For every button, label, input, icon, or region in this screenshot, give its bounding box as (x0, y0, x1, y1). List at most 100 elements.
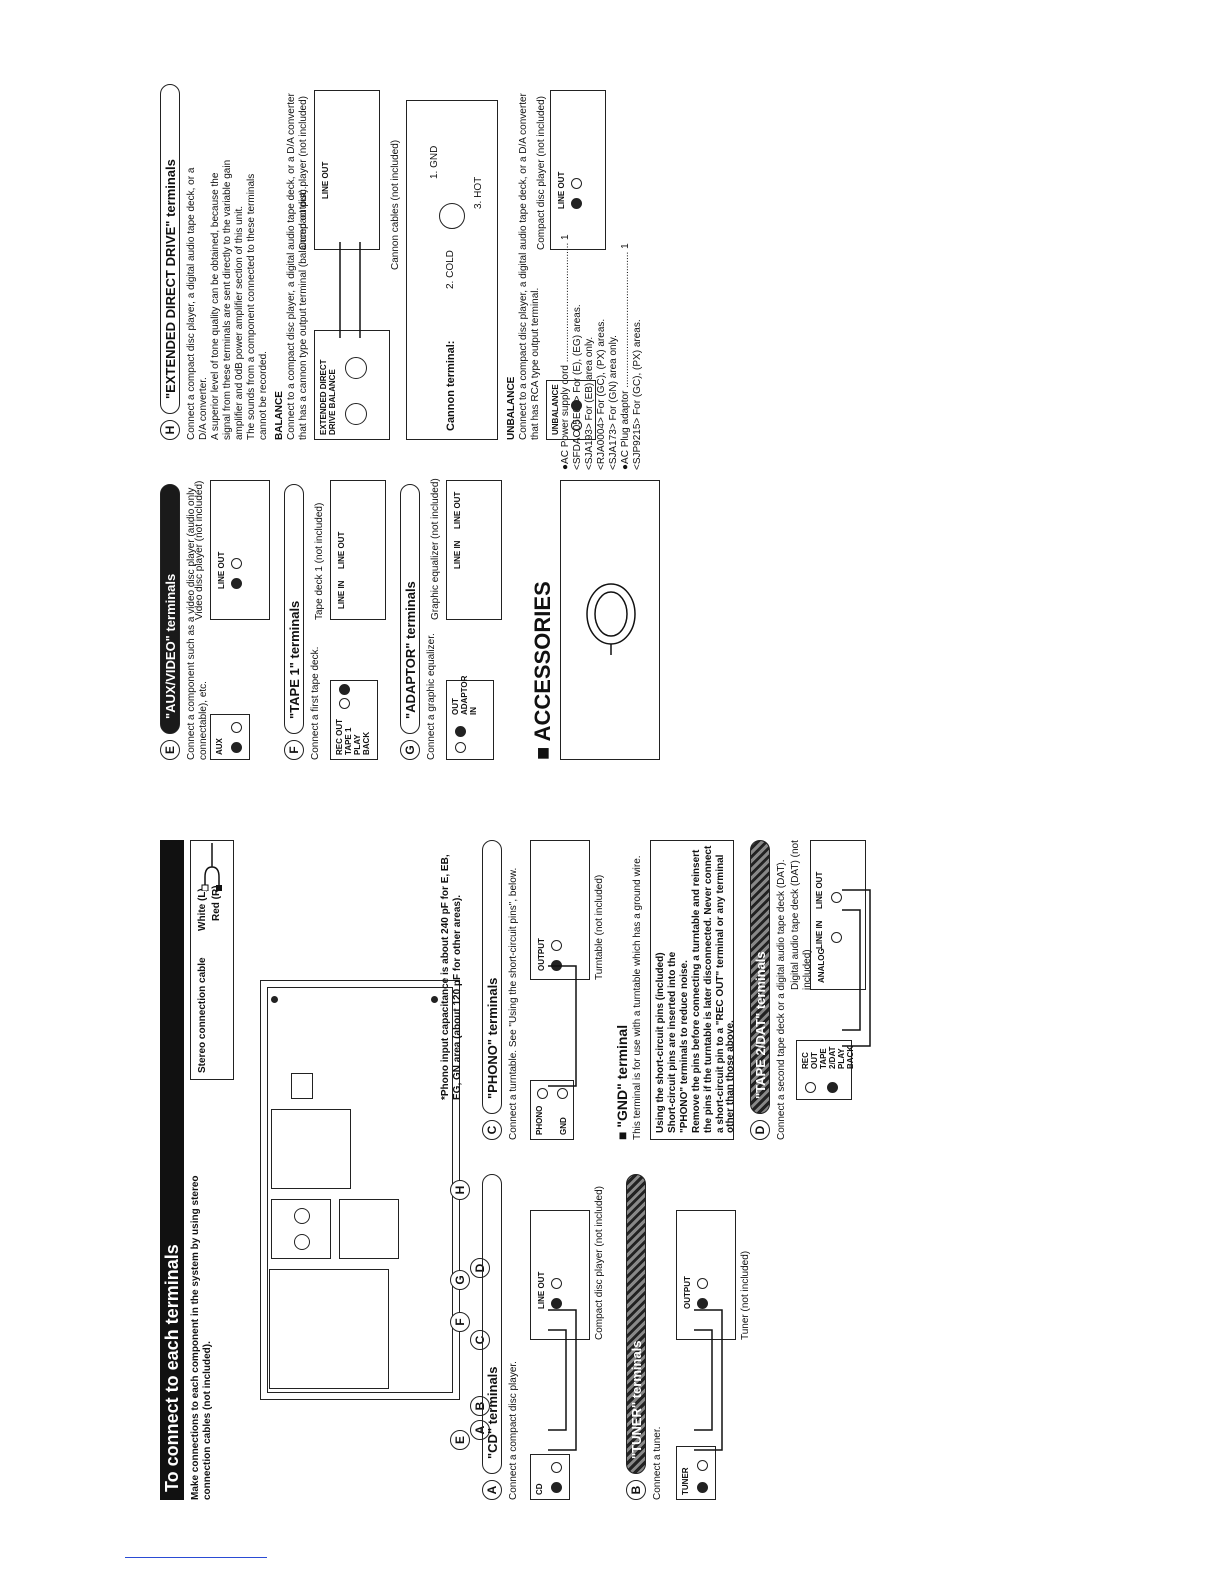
edd-cable (339, 242, 361, 338)
edd-desc-line: A superior level of tone quality can be … (210, 172, 221, 440)
accessory-item: <SJP9215> For (GC), (PX) areas. (632, 319, 643, 470)
tuner-out-label: OUTPUT (683, 1276, 692, 1309)
aux-title: "AUX/VIDEO" terminals (160, 484, 180, 734)
callout-f: F (450, 1312, 470, 1332)
cd-title: "CD" terminals (482, 1174, 502, 1474)
tape2-cable (842, 889, 871, 1047)
tape2-jack-block (339, 1199, 399, 1259)
edd-desc-line: cannot be recorded. (258, 351, 269, 440)
graphic-eq-device: LINE IN LINE OUT (446, 480, 502, 620)
tape1-desc: Connect a first tape deck. (310, 646, 321, 760)
edd-desc: Connect a compact disc player, a digital… (186, 80, 270, 440)
dat-out-label: LINE OUT (815, 871, 824, 909)
short-pins-line: Remove the pins before connecting a turn… (691, 849, 702, 1133)
tape1-in-label: LINE IN (337, 580, 346, 609)
xlr-left-jack (294, 1234, 310, 1250)
cd-jack-l (551, 1462, 562, 1473)
phono-desc: Connect a turntable. See "Using the shor… (508, 867, 519, 1140)
cd-panel-label: CD (535, 1483, 544, 1495)
phono-note: *Phono input capacitance is about 240 pF… (440, 854, 463, 1100)
vd-jack-l (231, 558, 242, 569)
phono-cable (548, 965, 577, 1087)
cable-legend-label: Stereo connection cable (197, 957, 208, 1073)
letter-g: G (400, 740, 420, 760)
aux-jack-block (271, 1109, 351, 1189)
tape1-device-label: Tape deck 1 (not included) (314, 502, 325, 620)
edd-title: "EXTENDED DIRECT DRIVE" terminals (160, 84, 180, 414)
connect-title: To connect to each terminals (161, 1244, 182, 1492)
edd-device-label: Compact disc player (not included) (298, 96, 309, 250)
accessory-image-box (560, 480, 660, 760)
tape2-desc: Connect a second tape deck or a digital … (776, 859, 787, 1140)
turntable-device: OUTPUT (530, 840, 590, 980)
letter-d: D (750, 1120, 770, 1140)
tape1-jack (339, 684, 350, 695)
balance-title: BALANCE (274, 391, 285, 440)
unbal-jack (571, 420, 582, 431)
unbal-dev-jack (571, 178, 582, 189)
edd-cd-device: LINE OUT (314, 90, 380, 250)
tape1-out-label: LINE OUT (337, 531, 346, 569)
phono-device-label: Turntable (not included) (594, 874, 605, 980)
pin1-label: 1. GND (429, 145, 440, 179)
phono-out-label: OUTPUT (537, 938, 546, 971)
cable-white-label: White (L) (197, 888, 208, 931)
tape1-jack (339, 698, 350, 709)
short-pins-line: other than those above. (725, 1020, 736, 1133)
edd-panel-label: EXTENDED DIRECT DRIVE BALANCE (319, 359, 337, 435)
edd-desc-line: Connect a compact disc player, a digital… (186, 167, 197, 440)
cd-desc: Connect a compact disc player. (508, 1361, 519, 1500)
power-cord-icon (586, 583, 636, 655)
cannon-cables-label: Cannon cables (not included) (390, 139, 401, 270)
callout-g: G (450, 1270, 470, 1290)
aux-out-label: LINE OUT (217, 551, 226, 589)
cd-dev-jack-l (551, 1278, 562, 1289)
xlr-jack (345, 403, 367, 425)
cannon-terminal-box: Cannon terminal: 2. COLD 1. GND 3. HOT (406, 100, 498, 440)
section-title-bar: To connect to each terminals (160, 840, 184, 1500)
gnd-desc: This terminal is for use with a turntabl… (632, 855, 643, 1140)
callout-e: E (450, 1430, 470, 1450)
edd-desc-line: amplifier and 0dB power amplifier sectio… (234, 205, 245, 440)
short-pins-box: Using the short-circuit pins (included) … (650, 840, 736, 1140)
screw-icon (271, 996, 278, 1003)
tuner-title: "TUNER" terminals (626, 1174, 646, 1474)
letter-f: F (284, 740, 304, 760)
eq-out-label: LINE OUT (453, 491, 462, 529)
cable-icon (201, 843, 222, 891)
edd-out-label: LINE OUT (321, 161, 330, 199)
cd-out-label: LINE OUT (537, 1271, 546, 1309)
letter-b: B (626, 1480, 646, 1500)
adaptor-desc: Connect a graphic equalizer. (426, 633, 437, 760)
tuner-jack-r (697, 1482, 708, 1493)
aux-jack-r (231, 742, 242, 753)
unbal-device-label: Compact disc player (not included) (536, 96, 547, 250)
adaptor-jack (455, 726, 466, 737)
short-pins-line: Short-circuit pins are inserted into the (667, 951, 678, 1133)
eq-in-label: LINE IN (453, 540, 462, 569)
accessory-item: ●AC Plug adaptor .......................… (620, 243, 631, 470)
tape1-title: "TAPE 1" terminals (284, 484, 304, 734)
cd-jack-r (551, 1482, 562, 1493)
unbalance-panel-label: UNBALANCE (551, 384, 560, 435)
ac-inlet (291, 1073, 313, 1099)
accessories-title: ■ ACCESSORIES (530, 581, 555, 760)
rca-jack-block (269, 1269, 389, 1389)
edd-desc-line: The sounds from a component connected to… (246, 173, 257, 440)
letter-a: A (482, 1480, 502, 1500)
adaptor-title: "ADAPTOR" terminals (400, 484, 420, 734)
cable-legend-box: Stereo connection cable White (L) Red (R… (190, 840, 234, 1080)
letter-h: H (160, 420, 180, 440)
short-pins-line: the pins if the turntable is later disco… (703, 845, 714, 1133)
gnd-title-text: "GND" terminal (614, 1024, 630, 1128)
pin2-label: 2. COLD (445, 250, 456, 289)
screw-icon (431, 996, 438, 1003)
phono-gnd-label: GND (559, 1117, 568, 1135)
tuner-desc: Connect a tuner. (652, 1426, 663, 1500)
edd-panel: EXTENDED DIRECT DRIVE BALANCE (314, 330, 390, 440)
phono-panel-label: PHONO (535, 1105, 544, 1135)
cd-device-label: Compact disc player (not included) (594, 1186, 605, 1340)
video-disc-device: LINE OUT (210, 480, 270, 620)
tt-jack-l (551, 940, 562, 951)
tuner-jack-l (697, 1460, 708, 1471)
